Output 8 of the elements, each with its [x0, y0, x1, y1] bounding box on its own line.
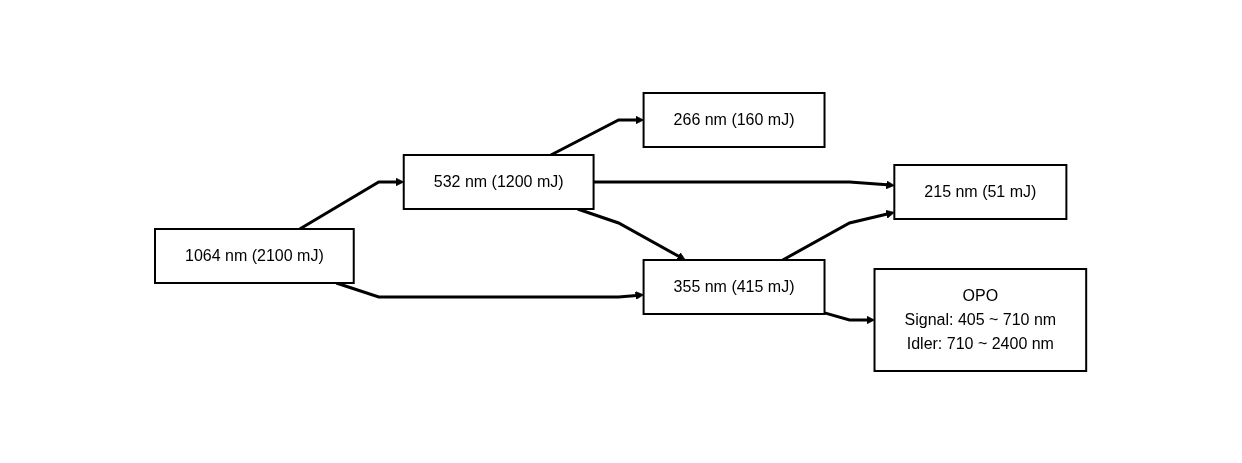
- node-box: 266 nm (160 mJ): [643, 91, 826, 148]
- arrow: [577, 207, 687, 260]
- node-box: 355 nm (415 mJ): [643, 258, 826, 315]
- node-box: 1064 nm (2100 mJ): [154, 227, 356, 284]
- arrow: [299, 177, 405, 230]
- node-box: 215 nm (51 mJ): [893, 163, 1068, 220]
- node-box: 532 nm (1200 mJ): [403, 153, 595, 210]
- node-box: OPO Signal: 405 ~ 710 nm Idler: 710 ~ 2400 nm: [873, 267, 1088, 372]
